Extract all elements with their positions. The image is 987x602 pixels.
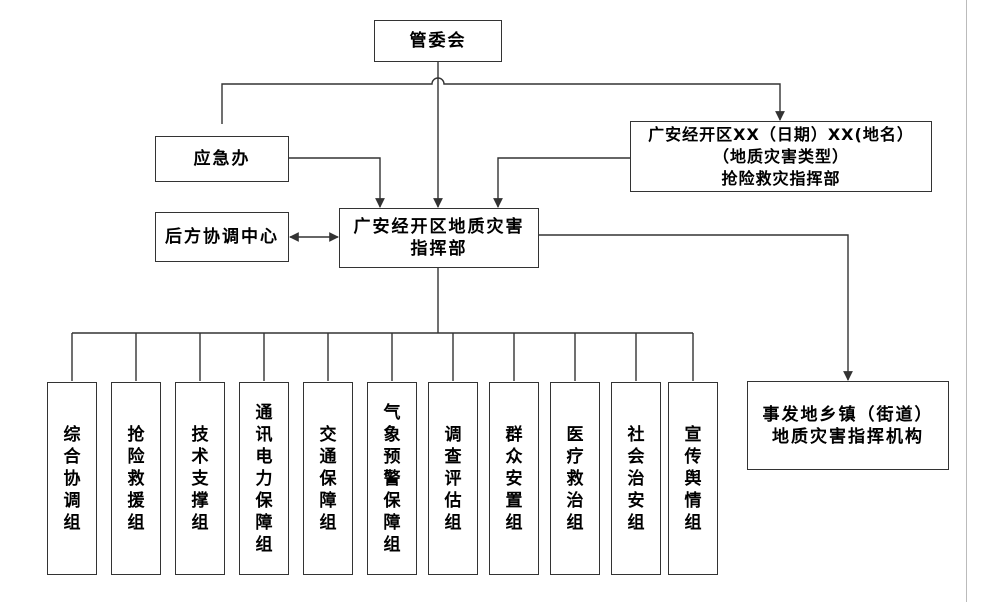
group-box: 宣 传 舆 情 组 bbox=[668, 382, 718, 575]
node-houfang: 后方协调中心 bbox=[155, 212, 289, 262]
group-box: 技 术 支 撑 组 bbox=[175, 382, 225, 575]
node-yingjiban: 应急办 bbox=[155, 136, 289, 182]
group-box: 气 象 预 警 保 障 组 bbox=[367, 382, 417, 575]
node-town-command: 事发地乡镇（街道） 地质灾害指挥机构 bbox=[747, 381, 949, 470]
group-box: 社 会 治 安 组 bbox=[611, 382, 661, 575]
edge-yingjiban-to-main bbox=[288, 157, 385, 208]
group-box: 抢 险 救 援 组 bbox=[111, 382, 161, 575]
edge-scene-to-main bbox=[493, 157, 630, 208]
edge-main-to-town bbox=[538, 234, 853, 381]
node-scene-command: 广安经开区XX（日期）XX(地名） （地质灾害类型） 抢险救灾指挥部 bbox=[630, 121, 932, 192]
group-box: 交 通 保 障 组 bbox=[303, 382, 353, 575]
page-edge-divider bbox=[966, 0, 967, 602]
group-box: 综 合 协 调 组 bbox=[47, 382, 97, 575]
edge-guanweihui-branch bbox=[221, 77, 785, 124]
group-box: 群 众 安 置 组 bbox=[489, 382, 539, 575]
node-main-command: 广安经开区地质灾害 指挥部 bbox=[339, 208, 539, 268]
group-box: 医 疗 救 治 组 bbox=[550, 382, 600, 575]
node-guanweihui: 管委会 bbox=[374, 20, 502, 62]
group-box: 调 查 评 估 组 bbox=[428, 382, 478, 575]
group-box: 通 讯 电 力 保 障 组 bbox=[239, 382, 289, 575]
